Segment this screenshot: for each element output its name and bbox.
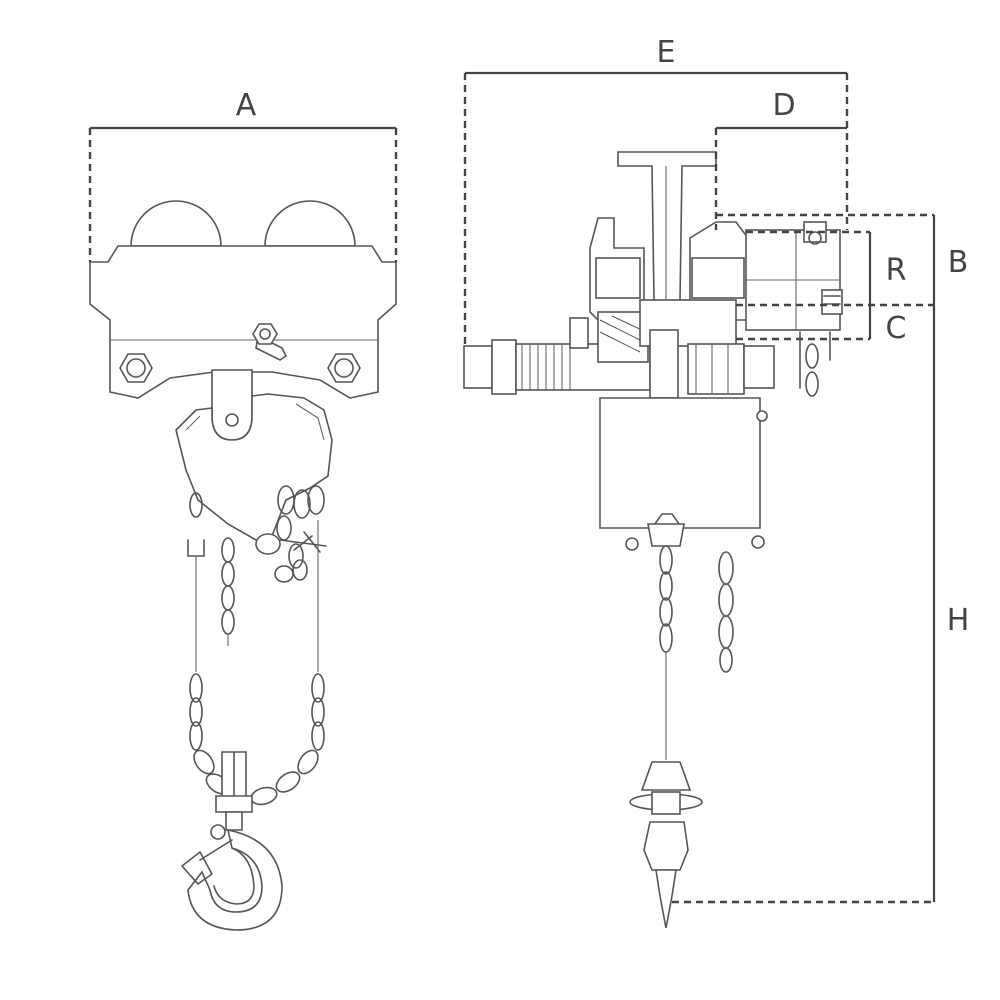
dimension-D: D	[714, 88, 847, 230]
side-gear-housing	[745, 221, 843, 331]
side-load-chain	[659, 545, 734, 760]
dim-label-R: R	[886, 253, 907, 288]
front-adjust-bolt	[252, 323, 288, 361]
dim-label-B: B	[948, 245, 969, 280]
side-hook-block	[629, 761, 703, 929]
front-trolley-wheels	[130, 200, 356, 247]
front-hex-bolt-left	[119, 353, 153, 383]
dimension-C: C	[736, 305, 906, 346]
front-hoist-body	[175, 393, 333, 555]
dim-label-H: H	[947, 603, 970, 638]
dimension-A: A	[88, 88, 398, 262]
front-view	[89, 200, 397, 931]
dim-label-C: C	[886, 311, 907, 346]
dim-label-D: D	[772, 88, 795, 123]
front-load-hook	[181, 828, 283, 931]
front-hex-bolt-right	[327, 353, 361, 383]
front-hand-chain-loop	[189, 520, 325, 806]
dimension-R: R	[746, 230, 907, 305]
front-load-chain-upper	[187, 485, 325, 646]
side-axle-shaft	[463, 299, 775, 399]
side-hoist-body	[599, 397, 768, 551]
dimension-E: E	[463, 35, 849, 346]
side-trolley-plate-right	[689, 221, 749, 321]
dimension-B: B	[716, 213, 969, 307]
dim-label-E: E	[657, 35, 676, 70]
front-trolley-plate	[89, 245, 397, 399]
front-hanger-lug	[211, 369, 253, 441]
front-hook-block	[210, 751, 253, 840]
dim-label-A: A	[236, 88, 257, 123]
side-trolley-plate-left	[589, 217, 645, 321]
dimension-H: H	[672, 305, 970, 904]
side-hand-chain-right	[799, 331, 831, 397]
side-view	[463, 151, 843, 929]
